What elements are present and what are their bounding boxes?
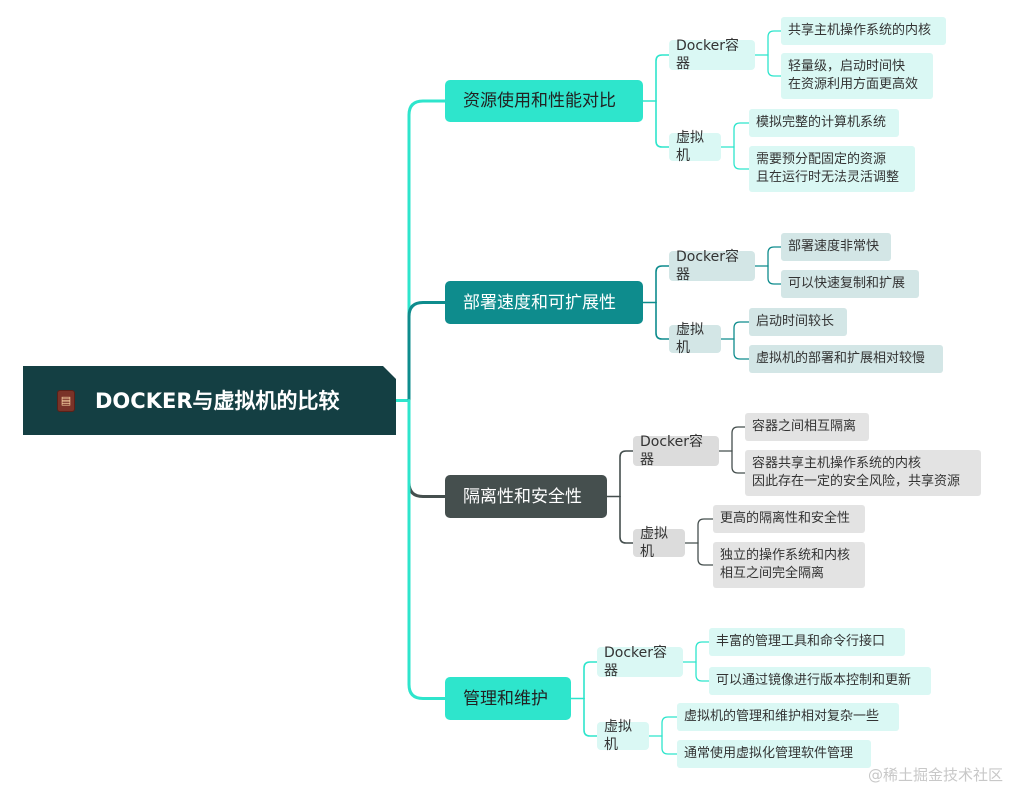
connector	[697, 518, 714, 544]
connector	[731, 450, 746, 474]
connector	[655, 100, 670, 148]
connector	[407, 399, 447, 498]
leaf-node: 可以通过镜像进行版本控制和更新	[709, 667, 931, 695]
connector	[767, 30, 782, 56]
connector	[733, 338, 750, 360]
connector	[583, 661, 598, 700]
connector	[767, 246, 782, 267]
leaf-node: 共享主机操作系统的内核	[781, 17, 946, 45]
notebook-icon: ▤	[57, 389, 75, 412]
connector	[655, 54, 670, 102]
watermark: @稀土掘金技术社区	[868, 766, 1004, 784]
connector	[619, 450, 634, 498]
leaf-node: 需要预分配固定的资源 且在运行时无法灵活调整	[749, 146, 915, 192]
leaf-node: 启动时间较长	[749, 308, 847, 336]
branch-node: 虚拟机	[669, 130, 721, 164]
connector	[619, 495, 634, 544]
root-node: ▤ DOCKER与虚拟机的比较	[23, 366, 396, 435]
branch-node: Docker容器	[597, 645, 683, 679]
connector	[695, 661, 710, 682]
connector	[733, 321, 750, 340]
branch-node: 虚拟机	[633, 526, 685, 560]
connector	[733, 122, 750, 148]
connector	[407, 99, 447, 402]
connector	[655, 265, 670, 304]
connector	[767, 54, 782, 77]
leaf-node: 容器共享主机操作系统的内核 因此存在一定的安全风险，共享资源	[745, 450, 981, 496]
leaf-node: 更高的隔离性和安全性	[713, 505, 865, 533]
branch-node: 虚拟机	[669, 322, 721, 356]
leaf-node: 可以快速复制和扩展	[781, 270, 919, 298]
leaf-node: 部署速度非常快	[781, 233, 891, 261]
connector	[767, 265, 782, 285]
connector	[407, 301, 447, 402]
category-node: 隔离性和安全性	[445, 475, 607, 518]
branch-node: 虚拟机	[597, 719, 649, 753]
leaf-node: 独立的操作系统和内核 相互之间完全隔离	[713, 542, 865, 588]
category-node: 资源使用和性能对比	[445, 80, 643, 122]
leaf-node: 通常使用虚拟化管理软件管理	[677, 740, 871, 768]
leaf-node: 虚拟机的管理和维护相对复杂一些	[677, 703, 899, 731]
root-title: DOCKER与虚拟机的比较	[95, 388, 340, 413]
leaf-node: 轻量级，启动时间快 在资源利用方面更高效	[781, 53, 933, 99]
branch-node: Docker容器	[669, 249, 755, 283]
branch-node: Docker容器	[669, 38, 755, 72]
connector	[407, 399, 447, 700]
leaf-node: 模拟完整的计算机系统	[749, 109, 899, 137]
connector	[733, 146, 750, 170]
connector	[661, 735, 678, 755]
category-node: 部署速度和可扩展性	[445, 281, 643, 324]
connector	[731, 426, 746, 452]
leaf-node: 丰富的管理工具和命令行接口	[709, 628, 905, 656]
root-corner-fold	[383, 366, 396, 379]
connector	[583, 697, 598, 737]
leaf-node: 容器之间相互隔离	[745, 413, 869, 441]
connector	[695, 641, 710, 663]
branch-node: Docker容器	[633, 434, 719, 468]
category-node: 管理和维护	[445, 677, 571, 720]
connector	[661, 716, 678, 737]
leaf-node: 虚拟机的部署和扩展相对较慢	[749, 345, 943, 373]
connector	[655, 301, 670, 340]
connector	[697, 542, 714, 566]
